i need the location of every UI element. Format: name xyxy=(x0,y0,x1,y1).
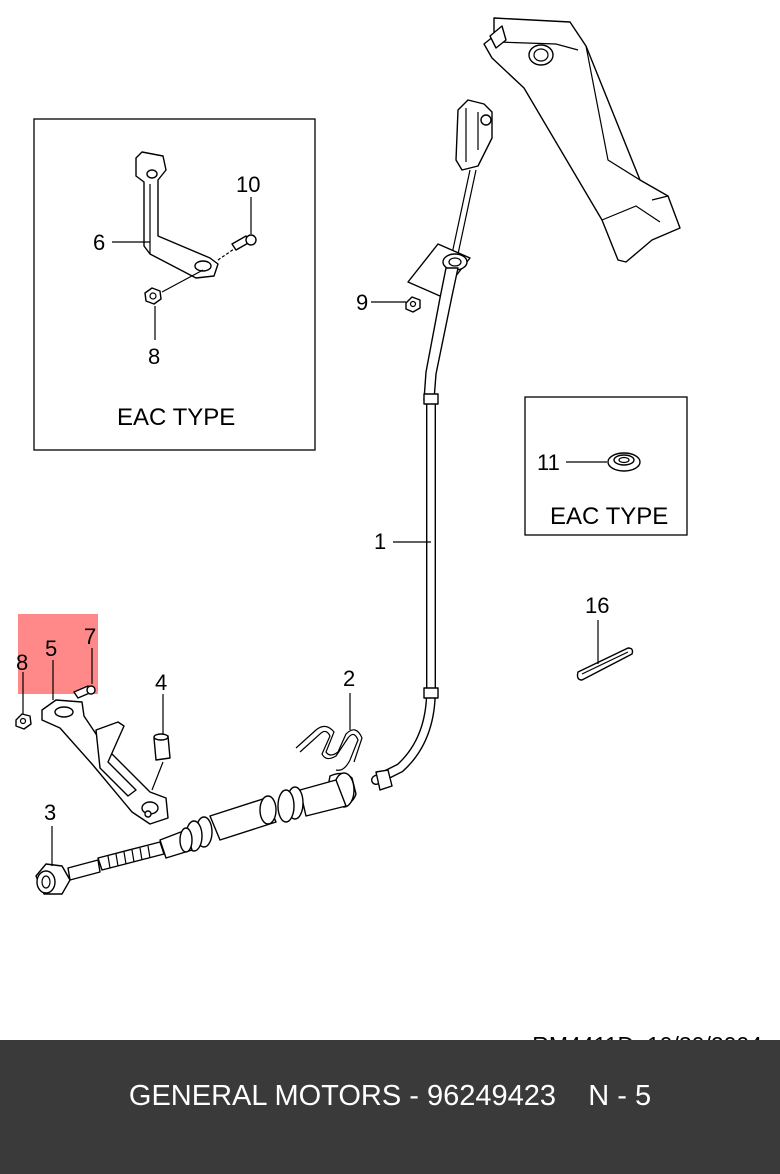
bolt-part-7 xyxy=(73,685,96,699)
inset-left-caption: EAC TYPE xyxy=(117,404,235,431)
highlight-region xyxy=(18,614,98,694)
nut-part-9 xyxy=(405,296,421,313)
callout-4: 4 xyxy=(155,670,167,695)
callout-8: 8 xyxy=(16,650,28,675)
nut-part-3 xyxy=(35,863,71,895)
callout-2: 2 xyxy=(343,666,355,691)
bracket-part-5 xyxy=(41,699,169,825)
part-number-caption: GENERAL MOTORS - 96249423 N - 5 xyxy=(128,1080,652,1112)
clip-part-2 xyxy=(295,725,363,771)
pin-part-4 xyxy=(153,733,171,761)
accelerator-pedal xyxy=(483,17,681,263)
callout-6: 6 xyxy=(93,230,105,255)
inset-box-eac-bracket: 6 10 8 EAC TYPE xyxy=(33,118,316,451)
callout-11: 11 xyxy=(537,450,560,475)
accelerator-cable-part-1 xyxy=(67,393,439,881)
callout-5: 5 xyxy=(45,636,57,661)
callout-9: 9 xyxy=(356,290,368,315)
cable-boot-plate xyxy=(407,243,471,401)
pedal-rod xyxy=(451,99,493,255)
callout-3: 3 xyxy=(44,800,56,825)
callout-7: 7 xyxy=(84,624,96,649)
footer-bar: GENERAL MOTORS - 96249423 N - 5 xyxy=(0,1040,780,1174)
nut-part-8 xyxy=(15,713,32,730)
inset-right-caption: EAC TYPE xyxy=(550,503,668,530)
grommet-part-11 xyxy=(607,452,641,472)
nut-part-8-inset xyxy=(144,287,162,305)
callout-16: 16 xyxy=(585,593,609,618)
callout-10: 10 xyxy=(236,172,260,197)
bracket-part-6 xyxy=(135,151,219,279)
bolt-part-10 xyxy=(231,234,257,251)
parts-diagram: 6 10 8 EAC TYPE 11 EAC TYPE xyxy=(15,17,688,895)
callout-1: 1 xyxy=(374,529,386,554)
inset-box-eac-grommet: 11 EAC TYPE xyxy=(524,396,688,536)
callout-8-inset: 8 xyxy=(148,344,160,369)
cotter-pin-part-16 xyxy=(576,647,634,681)
